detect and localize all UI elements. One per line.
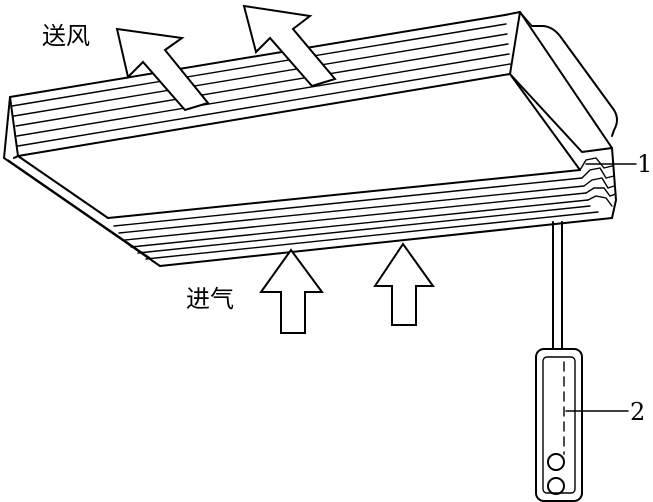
front-right-corner <box>579 147 617 219</box>
callout-label-1: 1 <box>637 150 652 178</box>
right-end-cap <box>504 11 618 153</box>
callout-label-2: 2 <box>630 398 645 426</box>
front-louvres <box>107 73 613 267</box>
remote-controller <box>535 221 583 502</box>
air-curtain-unit <box>3 11 618 267</box>
supply-air-arrow-right <box>242 4 337 88</box>
left-end-panel <box>3 96 161 267</box>
label-intake-air: 进气 <box>186 285 234 313</box>
label-supply-air: 送风 <box>42 22 90 50</box>
supply-air-arrow-left <box>115 27 210 112</box>
controller-body <box>535 348 583 502</box>
controller-button-bottom <box>547 477 565 495</box>
controller-button-top <box>547 453 565 471</box>
rear-louvres <box>9 14 511 157</box>
intake-air-arrow-left <box>259 248 324 334</box>
intake-air-arrow-right <box>373 242 435 326</box>
